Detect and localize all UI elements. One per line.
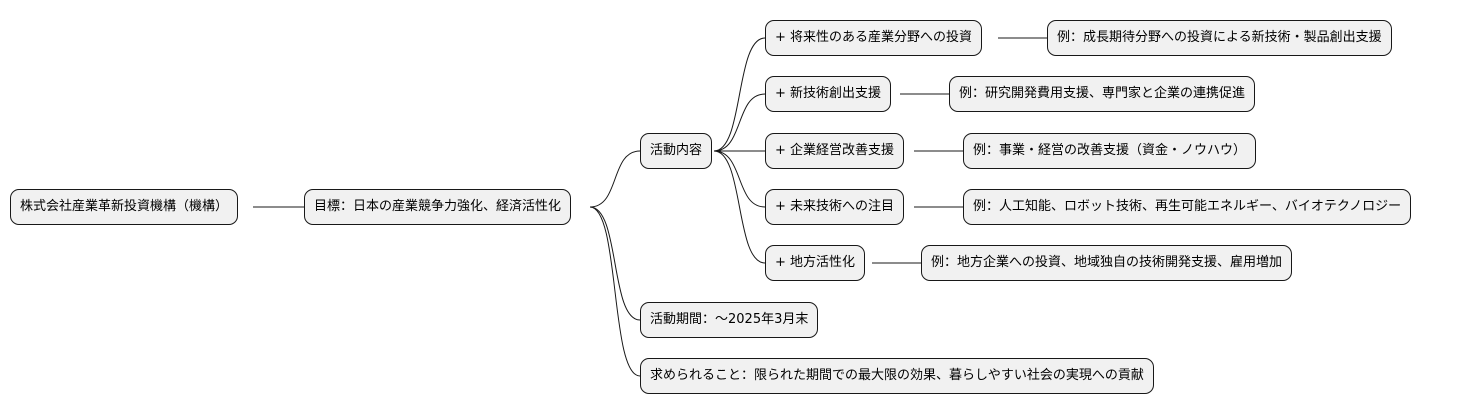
connector-activities-item-5	[713, 150, 766, 264]
example-future-tech[interactable]: 例：人工知能、ロボット技術、再生可能エネルギー、バイオテクノロジー	[963, 189, 1412, 225]
activities-node[interactable]: 活動内容	[640, 133, 713, 169]
example-investment[interactable]: 例：成長期待分野への投資による新技術・製品創出支援	[1047, 20, 1392, 56]
expectation-node[interactable]: 求められること：限られた期間での最大限の効果、暮らしやすい社会の実現への貢献	[640, 358, 1154, 394]
example-management[interactable]: 例：事業・経営の改善支援（資金・ノウハウ）	[963, 133, 1257, 169]
activity-item-management[interactable]: + 企業経営改善支援	[765, 133, 905, 169]
activity-item-future-tech[interactable]: + 未来技術への注目	[765, 189, 905, 225]
activity-item-investment[interactable]: + 将来性のある産業分野への投資	[765, 20, 983, 56]
connector-goal-period	[589, 206, 641, 321]
example-new-tech[interactable]: 例：研究開発費用支援、専門家と企業の連携促進	[949, 76, 1256, 112]
connector-activities-item-4	[713, 150, 766, 208]
goal-node[interactable]: 目標：日本の産業競争力強化、経済活性化	[304, 189, 572, 225]
connector-activities-item-1	[713, 37, 766, 152]
root-node[interactable]: 株式会社産業革新投資機構（機構）	[10, 189, 239, 225]
connector-goal-activities	[589, 150, 641, 208]
example-regional[interactable]: 例：地方企業への投資、地域独自の技術開発支援、雇用増加	[921, 245, 1293, 281]
connector-goal-expectation	[589, 206, 641, 377]
activity-item-new-tech[interactable]: + 新技術創出支援	[765, 76, 892, 112]
activity-item-regional[interactable]: + 地方活性化	[765, 245, 866, 281]
connector-activities-item-2	[713, 93, 766, 152]
period-node[interactable]: 活動期間：～2025年3月末	[640, 302, 819, 338]
